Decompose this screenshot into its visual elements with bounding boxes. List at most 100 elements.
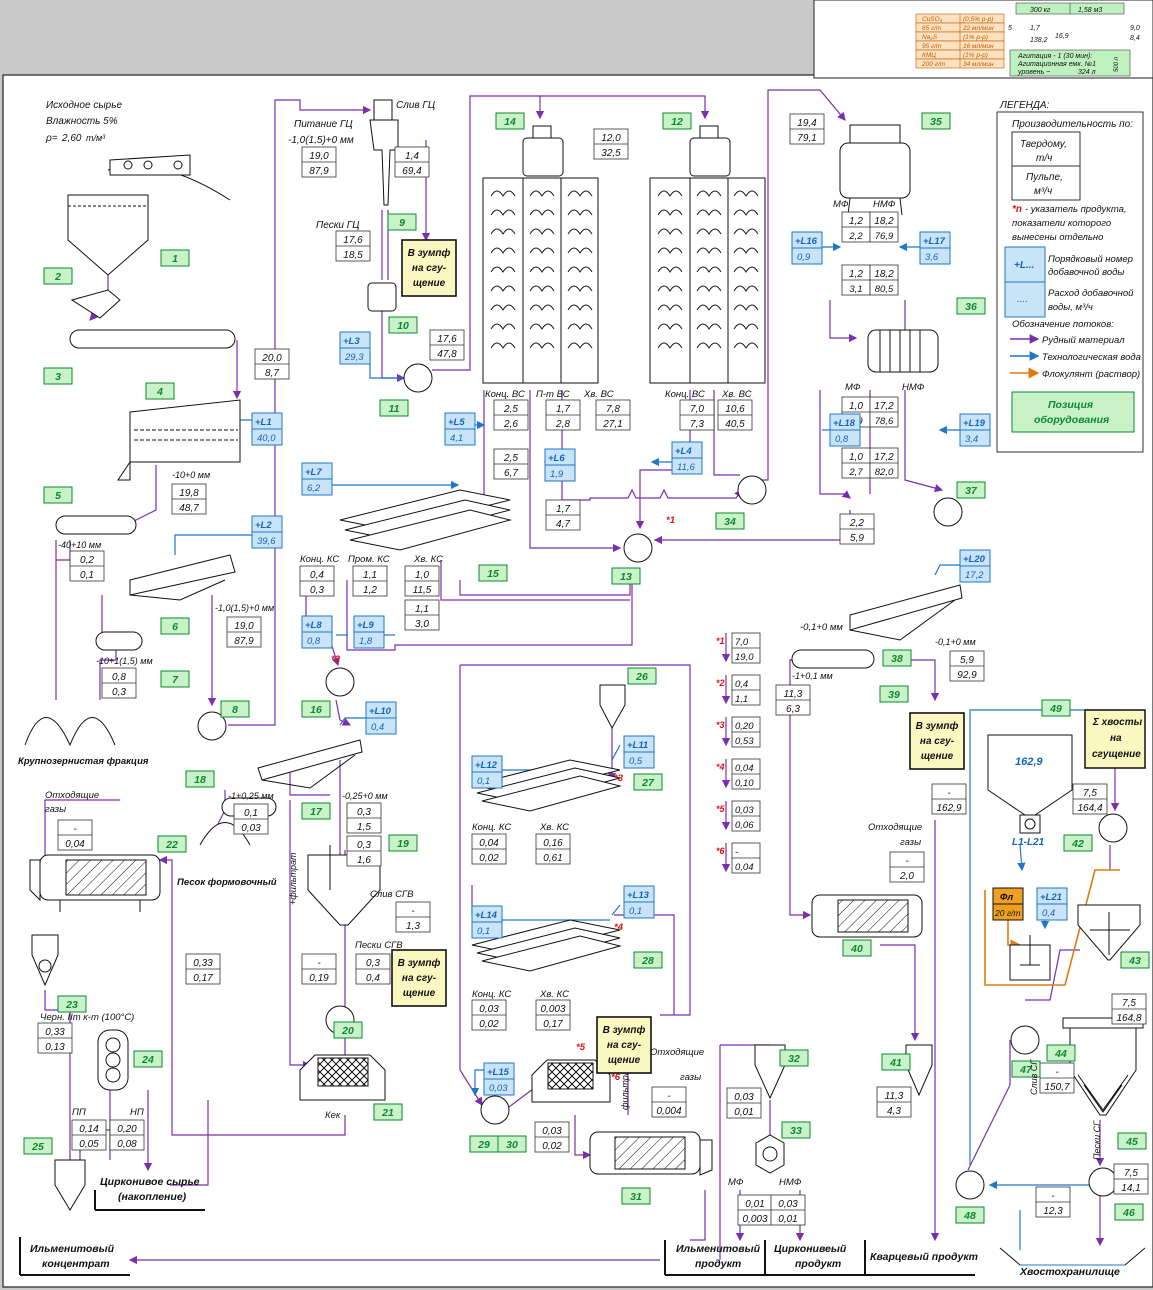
flow-pulp: 0,003: [742, 1214, 767, 1225]
flow-table: 10,640,5: [717, 399, 753, 431]
mf-table: 17,282,0: [869, 447, 899, 479]
equipment-number: 5: [55, 490, 61, 502]
equipment-tag-14: 14: [495, 112, 525, 130]
flow-table: 19,087,9: [301, 146, 337, 178]
water-id: +L18: [833, 418, 856, 429]
equipment-tag-25: 25: [23, 1137, 53, 1155]
sump-text: В зумпф: [603, 1024, 646, 1036]
equipment-number: 17: [310, 806, 323, 818]
flow-solid: -: [905, 856, 909, 867]
flow-solid: 0,3: [357, 840, 371, 851]
flow-table: 2,52,6: [493, 399, 529, 431]
flow-table: 0,330,13: [37, 1022, 73, 1054]
flow-table: 1,11,2: [352, 565, 388, 597]
equipment-number: 38: [891, 653, 903, 665]
nmf-label-36: НМФ: [902, 382, 925, 393]
nmf-label-33: НМФ: [779, 1177, 802, 1188]
equipment-number: 45: [1125, 1136, 1138, 1148]
offgas-label-2b: газы: [680, 1072, 701, 1083]
flow-solid: 7,5: [1083, 788, 1097, 799]
zircon-product-label: Цирконивеый: [774, 1243, 847, 1255]
flow-table: 0,040,02: [471, 833, 507, 865]
pointer-id: *1: [716, 636, 725, 646]
flow-pulp: 0,13: [45, 1042, 65, 1053]
flow-solid: 12,0: [601, 133, 621, 144]
pointer-pulp: 0,53: [735, 736, 754, 747]
flow-pulp: 27,1: [602, 419, 622, 430]
offgas-label-1: Отходящие: [45, 790, 99, 801]
water-id: +L6: [548, 453, 565, 464]
tail-ks-2: Хв. КС: [539, 822, 569, 833]
legend-pulp: Пульпе,: [1026, 172, 1063, 183]
pointer-pulp: 0,10: [735, 778, 754, 789]
mf-solid: 1,0: [849, 452, 863, 463]
flow-solid: 7,5: [1124, 1168, 1138, 1179]
gc-feed-label: Питание ГЦ: [294, 119, 353, 130]
flow-table: 11,34,3: [876, 1086, 912, 1118]
pointer-pulp: 1,1: [735, 694, 748, 705]
flow-solid: 1,7: [556, 504, 570, 515]
sgv-overflow-label: Слив СГВ: [370, 889, 414, 900]
equipment-tag-21: 21: [373, 1103, 403, 1121]
equipment-number: 11: [389, 403, 400, 415]
mf-pulp: 2,7: [848, 467, 863, 478]
zircon-raw-label-2: (накопление): [118, 1191, 187, 1203]
flow-solid: 19,0: [234, 621, 254, 632]
flow-table: 1,011,5: [404, 565, 440, 597]
equipment-number: 22: [165, 839, 178, 851]
equipment-tag-27: 27: [633, 773, 663, 791]
flow-pulp: 0,4: [366, 973, 380, 984]
flow-pulp: 1,2: [363, 585, 377, 596]
nmf-label-35: НМФ: [873, 199, 896, 210]
equipment-number: 16: [310, 704, 322, 716]
flow-pulp: 40,5: [725, 419, 745, 430]
flow-pulp: 3,0: [415, 619, 429, 630]
offgas-label-3b: газы: [900, 837, 921, 848]
sump-text: на сгу-: [920, 736, 955, 747]
flow-table: 19,479,1: [789, 113, 825, 145]
mf-table: 1,22,2: [841, 211, 871, 243]
equipment-tag-36: 36: [956, 297, 986, 315]
water-id: +L20: [963, 554, 986, 565]
flow-solid: 2,5: [503, 453, 518, 464]
flow-table: -12,3: [1035, 1186, 1071, 1218]
flow-table: 7,514,1: [1113, 1163, 1149, 1195]
mf-solid: 18,2: [874, 269, 894, 280]
flow-pulp: 2,6: [503, 419, 518, 430]
mf-label-35: МФ: [833, 199, 849, 210]
flow-table: 11,36,3: [775, 684, 811, 716]
sump-text: щение: [403, 988, 436, 999]
flow-solid: 0,33: [193, 958, 213, 969]
flow-table: 7,827,1: [595, 399, 631, 431]
equipment-tag-43: 43: [1120, 951, 1150, 969]
ilmenite-product-label-2: продукт: [695, 1258, 741, 1270]
equipment-tag-42: 42: [1063, 834, 1093, 852]
pointer-pulp: 0,06: [735, 820, 754, 831]
flow-solid: 17,6: [343, 235, 363, 246]
water-flow: 0,5: [629, 756, 643, 767]
hdr-r1-b: 1,58 м3: [1078, 7, 1102, 14]
equipment-number: 46: [1122, 1207, 1135, 1219]
equipment-number: 27: [641, 777, 655, 789]
water-id: +L7: [305, 467, 322, 478]
conc-ks-3: Конц. КС: [472, 989, 511, 1000]
flow-pulp: 150,7: [1044, 1082, 1069, 1093]
quartz-product-label: Кварцевый продукт: [870, 1251, 978, 1263]
flow-pulp: 12,3: [1043, 1206, 1063, 1217]
sump-text: щение: [921, 751, 954, 762]
size-10-1: -10+1(1,5) мм: [96, 656, 153, 666]
legend-solid: Твердому,: [1020, 139, 1067, 150]
legend-pointer-text-1: - указатель продукта,: [1025, 204, 1127, 215]
tail-ks-3: Хв. КС: [539, 989, 569, 1000]
equipment-number: 18: [194, 774, 206, 786]
equipment-tag-34: 34: [715, 512, 745, 530]
equipment-number: 36: [965, 301, 977, 313]
flow-table: -162,9: [931, 783, 967, 815]
equipment-number: 25: [31, 1141, 44, 1153]
equipment-tag-40: 40: [842, 939, 872, 957]
